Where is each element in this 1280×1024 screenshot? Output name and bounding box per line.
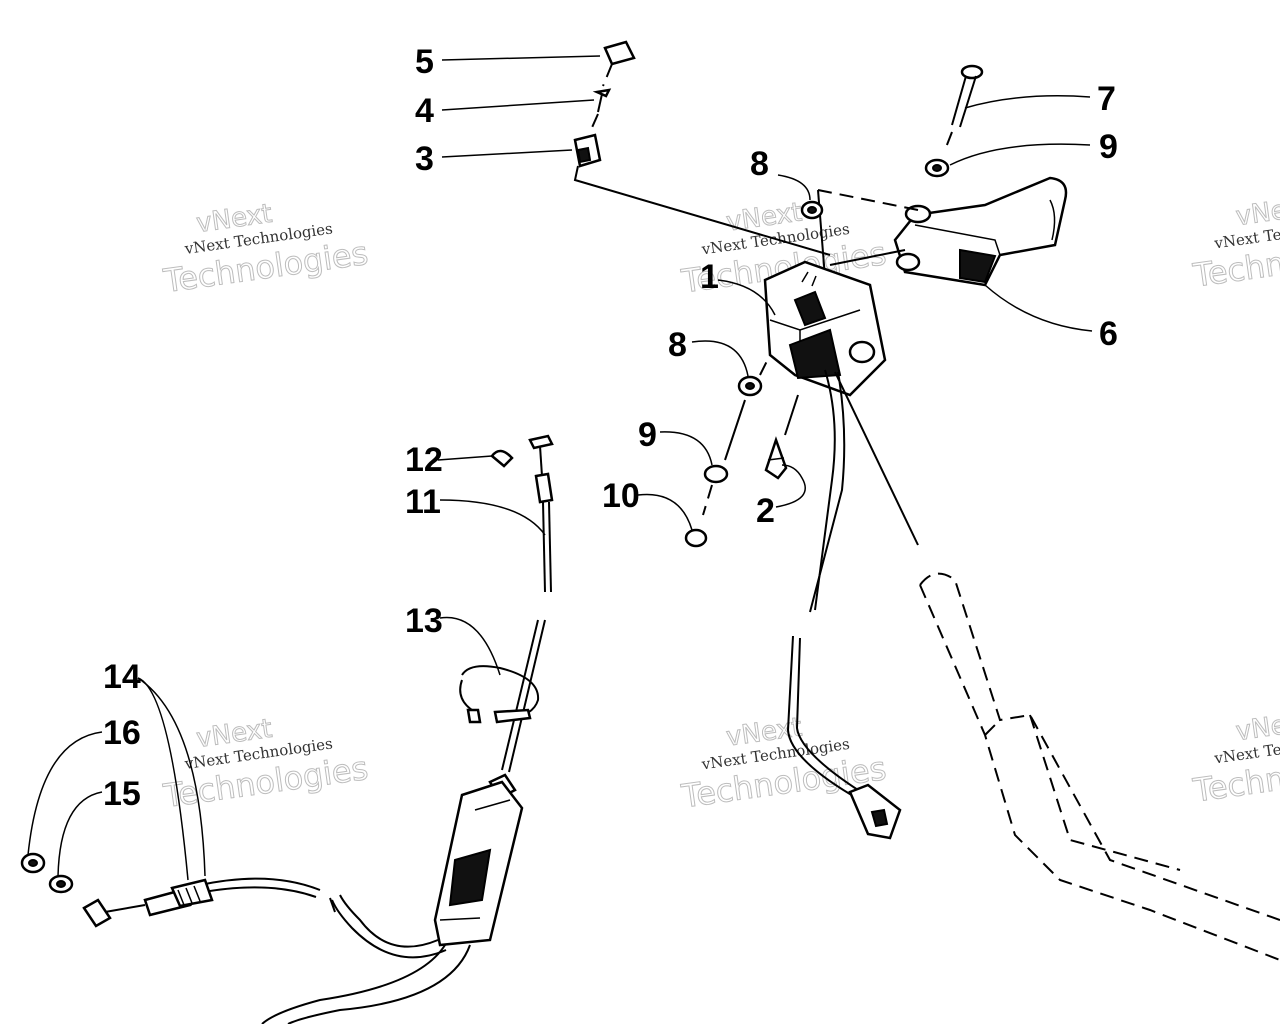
throttle-case bbox=[433, 773, 524, 947]
leader-dash-4-3 bbox=[589, 113, 599, 133]
leader-dash-8-1 bbox=[759, 354, 771, 376]
throttle-block-part-1 bbox=[763, 260, 887, 397]
washer-hole-15 bbox=[56, 880, 66, 888]
callout-5: 5 bbox=[415, 43, 434, 81]
callout-13: 13 bbox=[405, 602, 443, 640]
callout-15: 15 bbox=[103, 775, 141, 813]
screw-part-4 bbox=[592, 88, 612, 113]
nut-hole-8-top bbox=[807, 206, 817, 214]
switch-wire bbox=[786, 369, 902, 840]
axis-line-handlebar bbox=[834, 371, 919, 546]
watermark-left-bottom: vNext vNext Technologies Technologies bbox=[160, 713, 371, 815]
callout-10: 10 bbox=[602, 477, 640, 515]
watermark-right-top: vNext vNext Technologies Technologies bbox=[1190, 191, 1280, 295]
line-to-6 bbox=[829, 249, 906, 266]
housing-part-6 bbox=[893, 176, 1068, 287]
washer-part-9-mid bbox=[703, 464, 729, 484]
callout-12: 12 bbox=[405, 441, 443, 479]
callout-9-mid: 9 bbox=[638, 416, 657, 454]
clip-part-3 bbox=[573, 133, 602, 168]
axis-line-2 bbox=[784, 394, 799, 436]
callout-6: 6 bbox=[1099, 315, 1118, 353]
cable-end-part-12 bbox=[490, 449, 514, 468]
callout-9-top: 9 bbox=[1099, 128, 1118, 166]
pin-part-7 bbox=[951, 64, 984, 128]
leader-dash-5-4 bbox=[602, 63, 613, 87]
washer-hole-9-top bbox=[932, 164, 942, 172]
callout-8-mid: 8 bbox=[668, 326, 687, 364]
leader-dash-7-9 bbox=[944, 131, 953, 151]
nut-part-10 bbox=[684, 528, 708, 548]
watermark-left-top: vNext vNext Technologies Technologies bbox=[160, 198, 371, 300]
callout-16: 16 bbox=[103, 714, 141, 752]
leader-dash-6-top bbox=[817, 189, 919, 211]
clamp-part-13 bbox=[459, 665, 540, 724]
screw-part-2 bbox=[764, 436, 788, 480]
nut-hole-8-mid bbox=[745, 382, 755, 390]
callout-1: 1 bbox=[700, 258, 719, 296]
watermark-right-bottom: vNext vNext Technologies Technologies bbox=[1190, 706, 1280, 810]
callout-3: 3 bbox=[415, 140, 434, 178]
nut-hole-16 bbox=[28, 859, 38, 867]
handlebar-outline bbox=[919, 572, 1280, 961]
callout-8-top: 8 bbox=[750, 145, 769, 183]
lower-cables bbox=[197, 877, 471, 1024]
leader-dash-9-10 bbox=[702, 484, 713, 516]
callout-11: 11 bbox=[405, 483, 441, 521]
leader-lines bbox=[27, 55, 1093, 881]
callout-14: 14 bbox=[103, 658, 141, 696]
throttle-rod bbox=[573, 165, 831, 256]
axis-line-9 bbox=[724, 399, 746, 461]
callout-7: 7 bbox=[1097, 80, 1116, 118]
callout-4: 4 bbox=[415, 92, 434, 130]
choke-cable-part-14 bbox=[82, 878, 214, 928]
cap-part-5 bbox=[603, 40, 636, 66]
cable-part-11 bbox=[501, 434, 554, 773]
callout-2: 2 bbox=[756, 492, 775, 530]
